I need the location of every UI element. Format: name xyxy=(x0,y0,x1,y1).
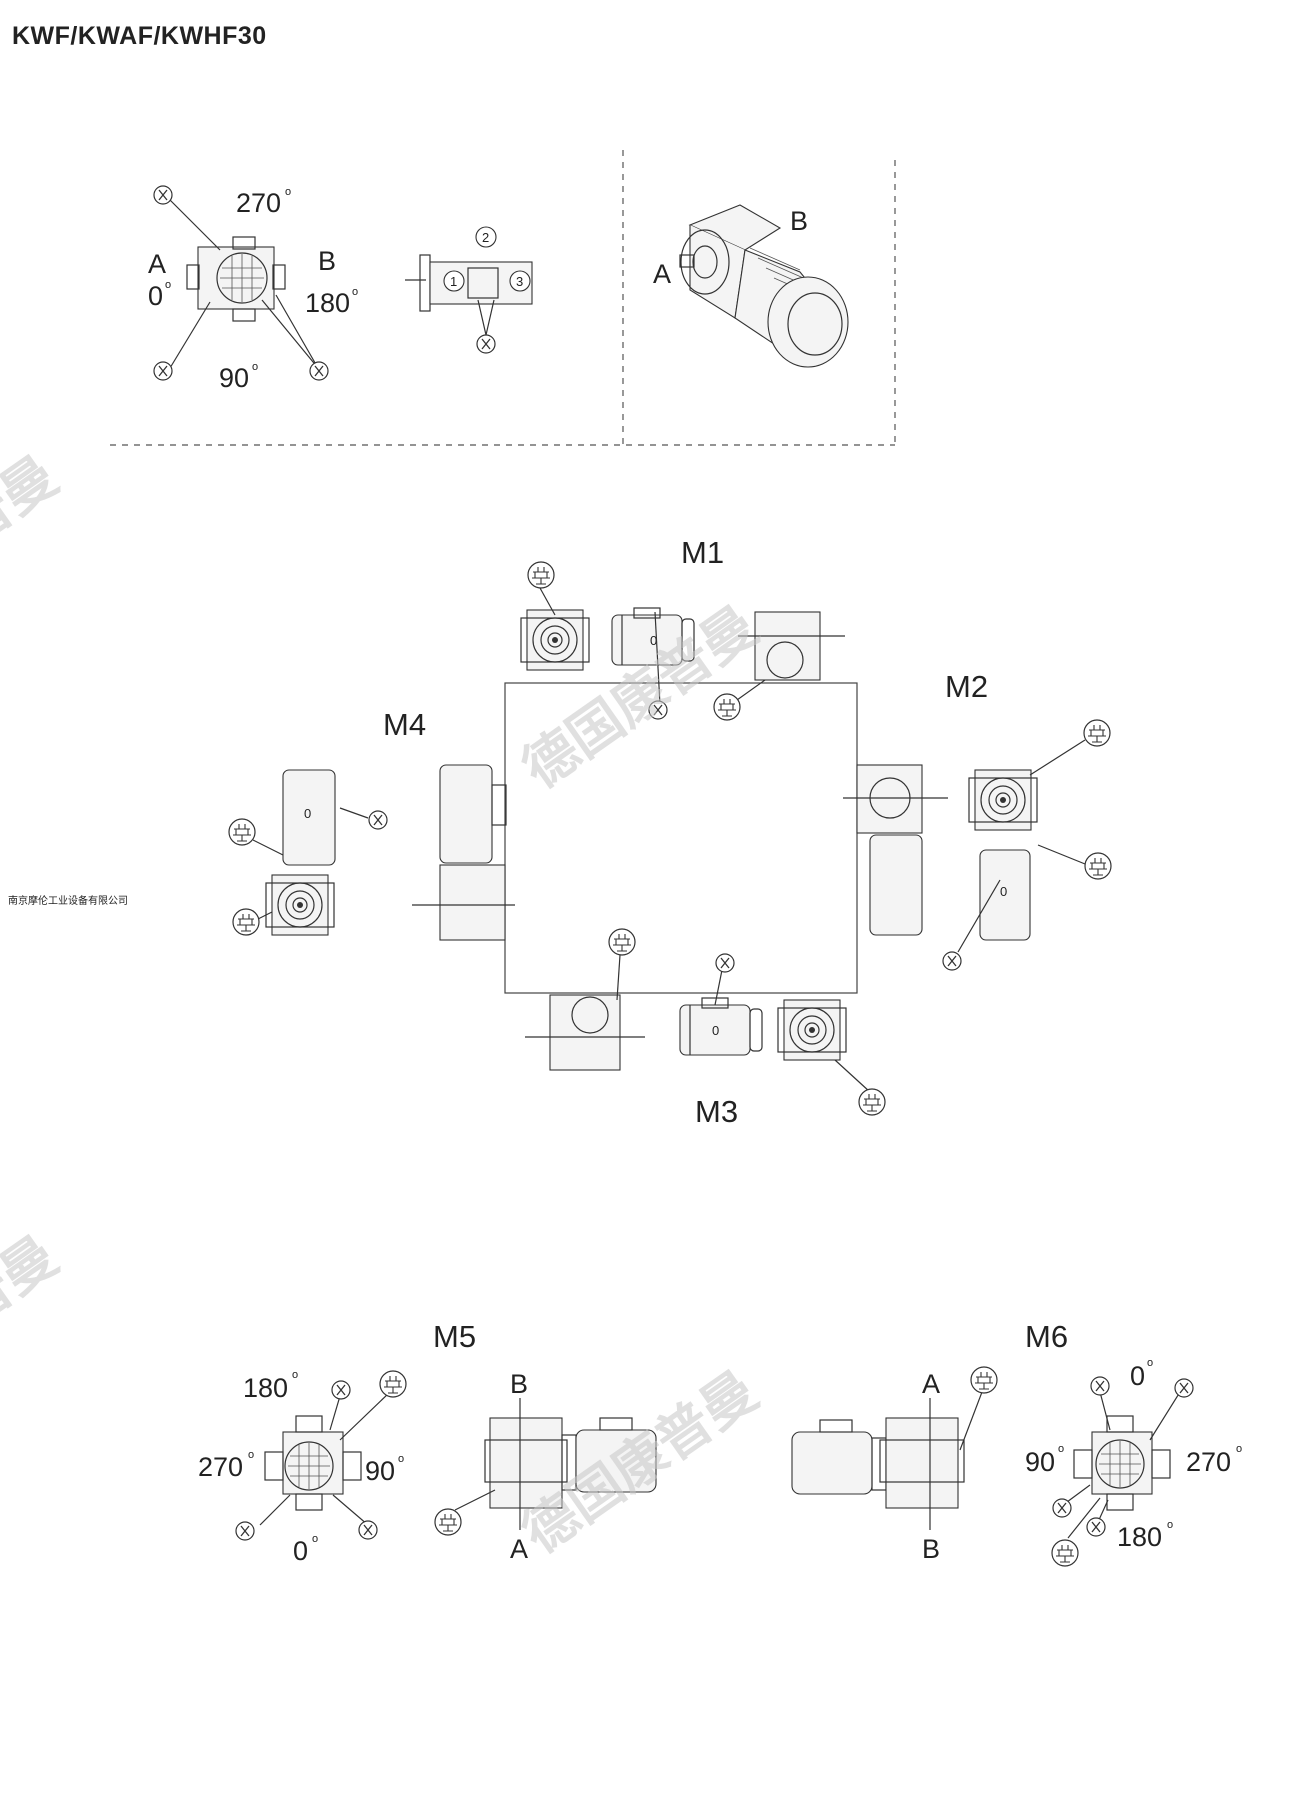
mounting-surface-block xyxy=(504,682,858,994)
svg-text:o: o xyxy=(285,186,291,198)
page-title: KWF/KWAF/KWHF30 xyxy=(12,22,267,50)
angle-0-label: 0 xyxy=(148,281,163,311)
m5-angle-left: 270 xyxy=(198,1452,243,1482)
svg-text:o: o xyxy=(1147,1357,1153,1369)
svg-text:o: o xyxy=(1167,1519,1173,1531)
x-marker-icon xyxy=(358,1520,378,1540)
vent-icon xyxy=(608,928,636,956)
iso-side-b-label: B xyxy=(790,206,808,236)
m2-label: M2 xyxy=(945,669,988,704)
vent-icon xyxy=(228,818,256,846)
side-a-label: A xyxy=(148,249,166,279)
x-marker-icon xyxy=(1174,1378,1194,1398)
mounting-position-m6: M6 A B 0 o 90 xyxy=(791,1319,1242,1567)
x-marker-icon xyxy=(942,951,962,971)
vent-icon xyxy=(713,693,741,721)
vent-icon xyxy=(232,908,260,936)
mounting-position-m3: M3 0 xyxy=(525,928,886,1129)
x-marker-icon xyxy=(153,361,173,381)
x-marker-icon xyxy=(1086,1517,1106,1537)
angle-270-label: 270 xyxy=(236,188,281,218)
svg-text:德国康普曼: 德国康普曼 xyxy=(0,1224,69,1430)
m5-side-bottom: A xyxy=(510,1534,528,1564)
mounting-position-m4: M4 0 xyxy=(228,707,515,941)
m1-label: M1 xyxy=(681,535,724,570)
svg-text:2: 2 xyxy=(482,230,489,245)
svg-text:o: o xyxy=(312,1533,318,1545)
x-marker-icon xyxy=(153,185,173,205)
svg-text:o: o xyxy=(1058,1443,1064,1455)
m6-side-top: A xyxy=(922,1369,940,1399)
side-b-label: B xyxy=(318,246,336,276)
x-marker-icon xyxy=(309,361,329,381)
angle-180-label: 180 xyxy=(305,288,350,318)
svg-text:0: 0 xyxy=(650,633,657,648)
svg-text:0: 0 xyxy=(304,806,311,821)
svg-text:o: o xyxy=(352,286,358,298)
svg-text:o: o xyxy=(252,361,258,373)
vent-icon xyxy=(434,1508,462,1536)
x-marker-icon xyxy=(1090,1376,1110,1396)
mounting-position-m5: M5 180 o 270 o 90 o 0 o xyxy=(198,1319,657,1566)
m4-label: M4 xyxy=(383,707,426,742)
m6-label: M6 xyxy=(1025,1319,1068,1354)
vent-icon xyxy=(1051,1539,1079,1567)
vent-icon xyxy=(379,1370,407,1398)
iso-side-a-label: A xyxy=(653,259,671,289)
svg-text:o: o xyxy=(398,1453,404,1465)
angle-90-label: 90 xyxy=(219,363,249,393)
x-marker-icon xyxy=(235,1521,255,1541)
svg-text:o: o xyxy=(248,1449,254,1461)
x-marker-icon xyxy=(368,810,388,830)
m6-angle-left: 90 xyxy=(1025,1447,1055,1477)
company-name: 南京摩伦工业设备有限公司 xyxy=(8,896,128,907)
m5-angle-bottom: 0 xyxy=(293,1536,308,1566)
vent-icon xyxy=(1083,719,1111,747)
m3-label: M3 xyxy=(695,1094,738,1129)
position-legend: 1 2 3 xyxy=(405,226,533,354)
svg-text:1: 1 xyxy=(450,274,457,289)
svg-text:o: o xyxy=(292,1369,298,1381)
m5-label: M5 xyxy=(433,1319,476,1354)
x-marker-icon xyxy=(715,953,735,973)
svg-text:0: 0 xyxy=(1000,884,1007,899)
x-marker-icon xyxy=(476,334,496,354)
vent-icon xyxy=(527,561,555,589)
x-marker-icon xyxy=(331,1380,351,1400)
mounting-position-m1: M1 0 xyxy=(520,535,845,721)
m6-angle-top: 0 xyxy=(1130,1361,1145,1391)
m5-angle-top: 180 xyxy=(243,1373,288,1403)
svg-text:3: 3 xyxy=(516,274,523,289)
vent-icon xyxy=(970,1366,998,1394)
m5-side-top: B xyxy=(510,1369,528,1399)
svg-text:o: o xyxy=(1236,1443,1242,1455)
m5-angle-right: 90 xyxy=(365,1456,395,1486)
angle-legend: 270 o A 0 o B 180 o 90 o xyxy=(148,185,358,393)
svg-text:德国康普曼: 德国康普曼 xyxy=(0,444,69,650)
m6-angle-right: 270 xyxy=(1186,1447,1231,1477)
x-marker-icon xyxy=(1052,1498,1072,1518)
m6-angle-bottom: 180 xyxy=(1117,1522,1162,1552)
vent-icon xyxy=(858,1088,886,1116)
isometric-gear-motor: A B xyxy=(653,204,849,368)
mounting-position-m2: M2 0 xyxy=(843,669,1112,971)
vent-icon xyxy=(1084,852,1112,880)
svg-text:o: o xyxy=(165,279,171,291)
m6-side-bottom: B xyxy=(922,1534,940,1564)
svg-text:0: 0 xyxy=(712,1023,719,1038)
